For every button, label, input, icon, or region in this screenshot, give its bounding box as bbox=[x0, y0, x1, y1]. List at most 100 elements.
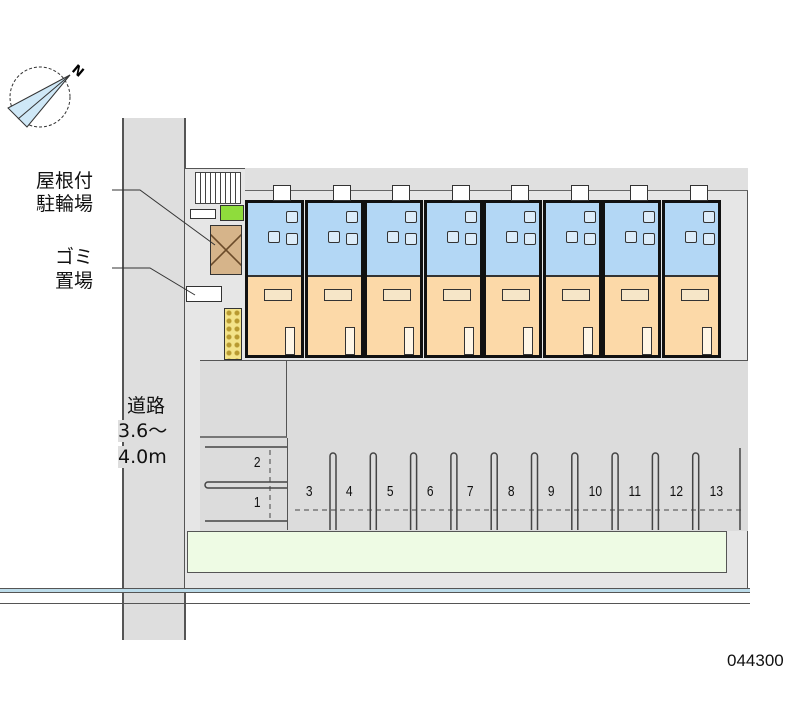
toilet-icon bbox=[345, 233, 358, 245]
parking-divider bbox=[530, 452, 539, 530]
balcony-icon bbox=[689, 185, 708, 201]
wet-area bbox=[545, 203, 599, 277]
stair-icon bbox=[464, 211, 477, 223]
balcony-icon bbox=[630, 185, 648, 201]
stair-icon bbox=[405, 211, 417, 223]
apartment-unit bbox=[304, 185, 364, 358]
parking-space-number: 3 bbox=[305, 483, 313, 500]
toilet-icon bbox=[405, 233, 417, 245]
corridor-strip bbox=[245, 168, 748, 191]
stair-icon bbox=[643, 211, 655, 223]
balcony-icon bbox=[511, 185, 529, 201]
kitchen-counter bbox=[383, 289, 411, 301]
kitchen-counter bbox=[264, 289, 292, 301]
window-door bbox=[642, 327, 652, 355]
sink-icon bbox=[387, 231, 399, 243]
toilet-icon bbox=[583, 233, 596, 245]
parking-space-number: 1 bbox=[253, 494, 261, 511]
apartment-unit bbox=[245, 185, 304, 358]
parking-divider bbox=[409, 452, 418, 530]
sink-icon bbox=[327, 231, 340, 243]
balcony-icon bbox=[392, 185, 410, 201]
window-door bbox=[344, 327, 355, 355]
road-label-3: 4.0m bbox=[118, 446, 167, 468]
apartment-unit bbox=[542, 185, 602, 358]
stairs bbox=[195, 172, 241, 204]
sink-icon bbox=[506, 231, 518, 243]
green-strip bbox=[187, 531, 727, 573]
window-door bbox=[463, 327, 474, 355]
planter bbox=[220, 205, 244, 221]
garbage-label-1: ゴミ bbox=[55, 246, 94, 268]
kitchen-counter bbox=[621, 289, 649, 301]
parking-divider bbox=[651, 452, 660, 530]
apartment-unit bbox=[602, 185, 661, 358]
toilet-icon bbox=[643, 233, 655, 245]
toilet-icon bbox=[286, 233, 298, 245]
shrub-bed bbox=[224, 308, 242, 360]
divider bbox=[287, 438, 288, 530]
wet-area bbox=[426, 203, 480, 277]
parking-side-box bbox=[200, 360, 287, 438]
kitchen-counter bbox=[561, 289, 590, 301]
window-door bbox=[285, 327, 295, 355]
balcony-icon bbox=[273, 185, 291, 201]
parking-divider bbox=[204, 481, 287, 489]
window-door bbox=[523, 327, 533, 355]
road-label-1: 道路 bbox=[127, 395, 166, 417]
balcony-icon bbox=[570, 185, 589, 201]
parking-space-number: 2 bbox=[253, 454, 261, 471]
parking-space-number: 9 bbox=[547, 483, 555, 500]
kitchen-counter bbox=[442, 289, 471, 301]
parking-space-number: 4 bbox=[346, 483, 353, 500]
parking-space-number: 10 bbox=[588, 483, 603, 500]
stair-icon bbox=[524, 211, 536, 223]
balcony-icon bbox=[332, 185, 351, 201]
wet-area bbox=[367, 203, 420, 277]
sink-icon bbox=[268, 231, 280, 243]
meter-box bbox=[190, 209, 216, 219]
parking-divider bbox=[329, 452, 337, 530]
toilet-icon bbox=[464, 233, 477, 245]
parking-divider bbox=[691, 452, 700, 530]
kitchen-counter bbox=[323, 289, 352, 301]
parking-space-number: 5 bbox=[386, 483, 394, 500]
bike-parking-label-2: 駐輪場 bbox=[36, 193, 94, 215]
parking-space-number: 11 bbox=[628, 483, 642, 500]
toilet-icon bbox=[524, 233, 536, 245]
parking-lot bbox=[200, 360, 748, 531]
garbage-area bbox=[186, 286, 222, 302]
kitchen-counter bbox=[680, 289, 709, 301]
window-door bbox=[701, 327, 712, 355]
parking-space-number: 7 bbox=[467, 483, 474, 500]
bike-parking-area bbox=[210, 225, 242, 275]
parking-space-number: 12 bbox=[669, 483, 683, 500]
parking-divider bbox=[611, 452, 619, 530]
parking-divider bbox=[490, 452, 498, 530]
kitchen-counter bbox=[502, 289, 530, 301]
apartment-unit bbox=[483, 185, 542, 358]
property-code: 044300 bbox=[727, 651, 784, 670]
stair-icon bbox=[345, 211, 358, 223]
wet-area bbox=[605, 203, 658, 277]
parking-divider bbox=[571, 452, 579, 530]
road-label-2: 3.6～ bbox=[118, 420, 168, 442]
wet-area bbox=[664, 203, 718, 277]
sink-icon bbox=[446, 231, 459, 243]
bottom-line bbox=[0, 603, 750, 604]
stair-icon bbox=[702, 211, 715, 223]
parking-space-number: 13 bbox=[709, 483, 724, 500]
bike-parking-label-1: 屋根付 bbox=[36, 170, 94, 192]
parking-space-number: 8 bbox=[507, 483, 515, 500]
bottom-line bbox=[0, 588, 750, 593]
apartment-unit bbox=[364, 185, 423, 358]
stair-icon bbox=[286, 211, 298, 223]
balcony-icon bbox=[451, 185, 470, 201]
toilet-icon bbox=[702, 233, 715, 245]
window-door bbox=[404, 327, 414, 355]
sink-icon bbox=[565, 231, 578, 243]
parking-divider bbox=[450, 452, 458, 530]
apartment-unit bbox=[423, 185, 483, 358]
